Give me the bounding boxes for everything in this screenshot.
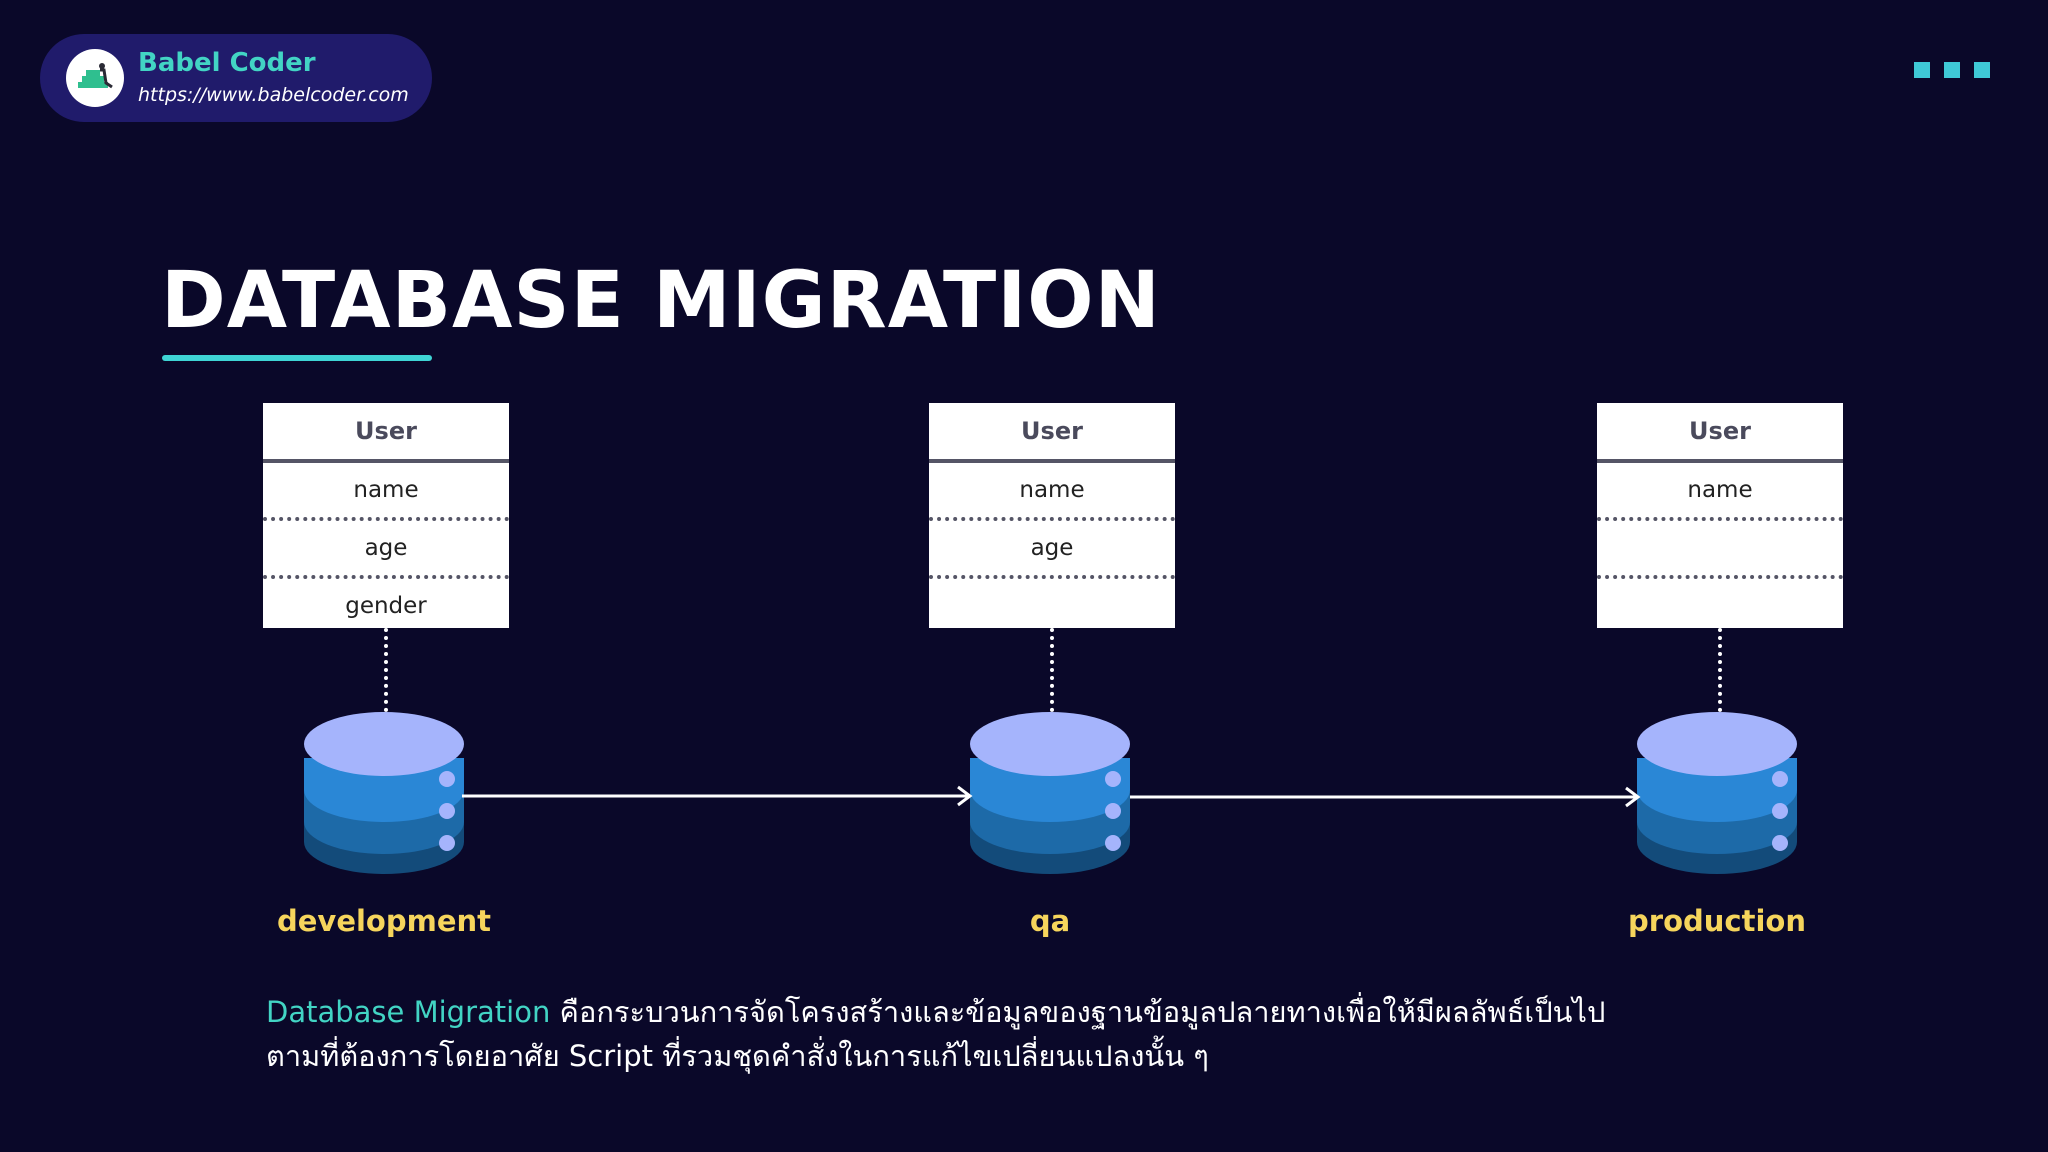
env-label-production: production <box>1628 904 1806 938</box>
babel-coder-logo <box>66 49 124 107</box>
user-table-development: User name age gender <box>263 403 509 628</box>
description-line-2: ตามที่ต้องการโดยอาศัย Script ที่รวมชุดคำ… <box>266 1039 1209 1073</box>
migration-arrow <box>462 784 974 812</box>
slide-title: DATABASE MIGRATION <box>161 256 1161 346</box>
env-label-qa: qa <box>1029 904 1071 938</box>
description-line-1-text: คือกระบวนการจัดโครงสร้างและข้อมูลของฐานข… <box>550 995 1606 1029</box>
description-highlight: Database Migration <box>266 995 551 1029</box>
description: Database Migration คือกระบวนการจัดโครงสร… <box>266 990 1886 1078</box>
user-table-production: User name <box>1597 403 1843 628</box>
brand-badge[interactable]: Babel Coder https://www.babelcoder.com <box>40 34 432 122</box>
database-icon <box>970 712 1130 874</box>
title-underline <box>162 355 432 361</box>
connector-line <box>1050 628 1054 712</box>
table-field <box>1597 521 1843 579</box>
brand-name: Babel Coder <box>138 48 316 78</box>
table-field: age <box>263 521 509 579</box>
table-field: name <box>929 463 1175 521</box>
brand-url[interactable]: https://www.babelcoder.com <box>138 84 409 106</box>
table-field: age <box>929 521 1175 579</box>
table-field: name <box>263 463 509 521</box>
database-icon <box>1637 712 1797 874</box>
menu-dots-icon[interactable] <box>1914 62 1990 78</box>
table-header: User <box>1597 403 1843 463</box>
user-table-qa: User name age <box>929 403 1175 628</box>
table-header: User <box>263 403 509 463</box>
description-line-1: Database Migration คือกระบวนการจัดโครงสร… <box>266 990 1886 1034</box>
migration-arrow <box>1130 785 1642 813</box>
env-label-development: development <box>276 904 492 938</box>
table-header: User <box>929 403 1175 463</box>
table-field <box>1597 579 1843 632</box>
table-field <box>929 579 1175 632</box>
database-icon <box>304 712 464 874</box>
table-field: name <box>1597 463 1843 521</box>
connector-line <box>384 628 388 712</box>
table-field: gender <box>345 593 427 619</box>
connector-line <box>1718 628 1722 712</box>
